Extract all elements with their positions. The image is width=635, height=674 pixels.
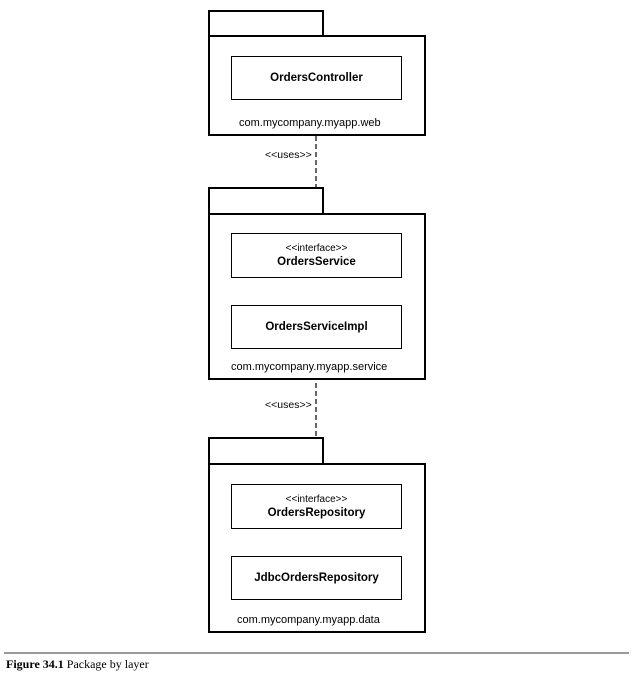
package-name-service: com.mycompany.myapp.service (230, 361, 389, 374)
package-service-tab (208, 187, 324, 215)
interface-name: OrdersRepository (267, 506, 366, 519)
class-jdbc-orders-repository: JdbcOrdersRepository (231, 556, 402, 600)
package-data-tab (208, 437, 324, 465)
class-name: OrdersServiceImpl (265, 321, 368, 333)
figure-caption: Figure 34.1 Package by layer (6, 657, 149, 671)
class-name: JdbcOrdersRepository (254, 572, 379, 584)
interface-stereotype: <<interface>> (285, 493, 348, 505)
figure-number: Figure 34.1 (6, 657, 64, 671)
figure-title: Package by layer (66, 657, 149, 671)
interface-orders-repository: <<interface>> OrdersRepository (231, 484, 402, 529)
uses-label-web-service: <<uses>> (264, 149, 313, 161)
interface-name: OrdersService (277, 255, 356, 268)
package-name-web: com.mycompany.myapp.web (238, 117, 382, 130)
interface-orders-service: <<interface>> OrdersService (231, 233, 402, 278)
class-name: OrdersController (270, 72, 363, 84)
package-web-tab (208, 10, 324, 37)
class-orders-service-impl: OrdersServiceImpl (231, 305, 402, 349)
uses-label-service-data: <<uses>> (264, 399, 313, 411)
caption-divider (4, 652, 629, 654)
class-orders-controller: OrdersController (231, 56, 402, 100)
package-name-data: com.mycompany.myapp.data (236, 614, 381, 627)
interface-stereotype: <<interface>> (285, 242, 348, 254)
